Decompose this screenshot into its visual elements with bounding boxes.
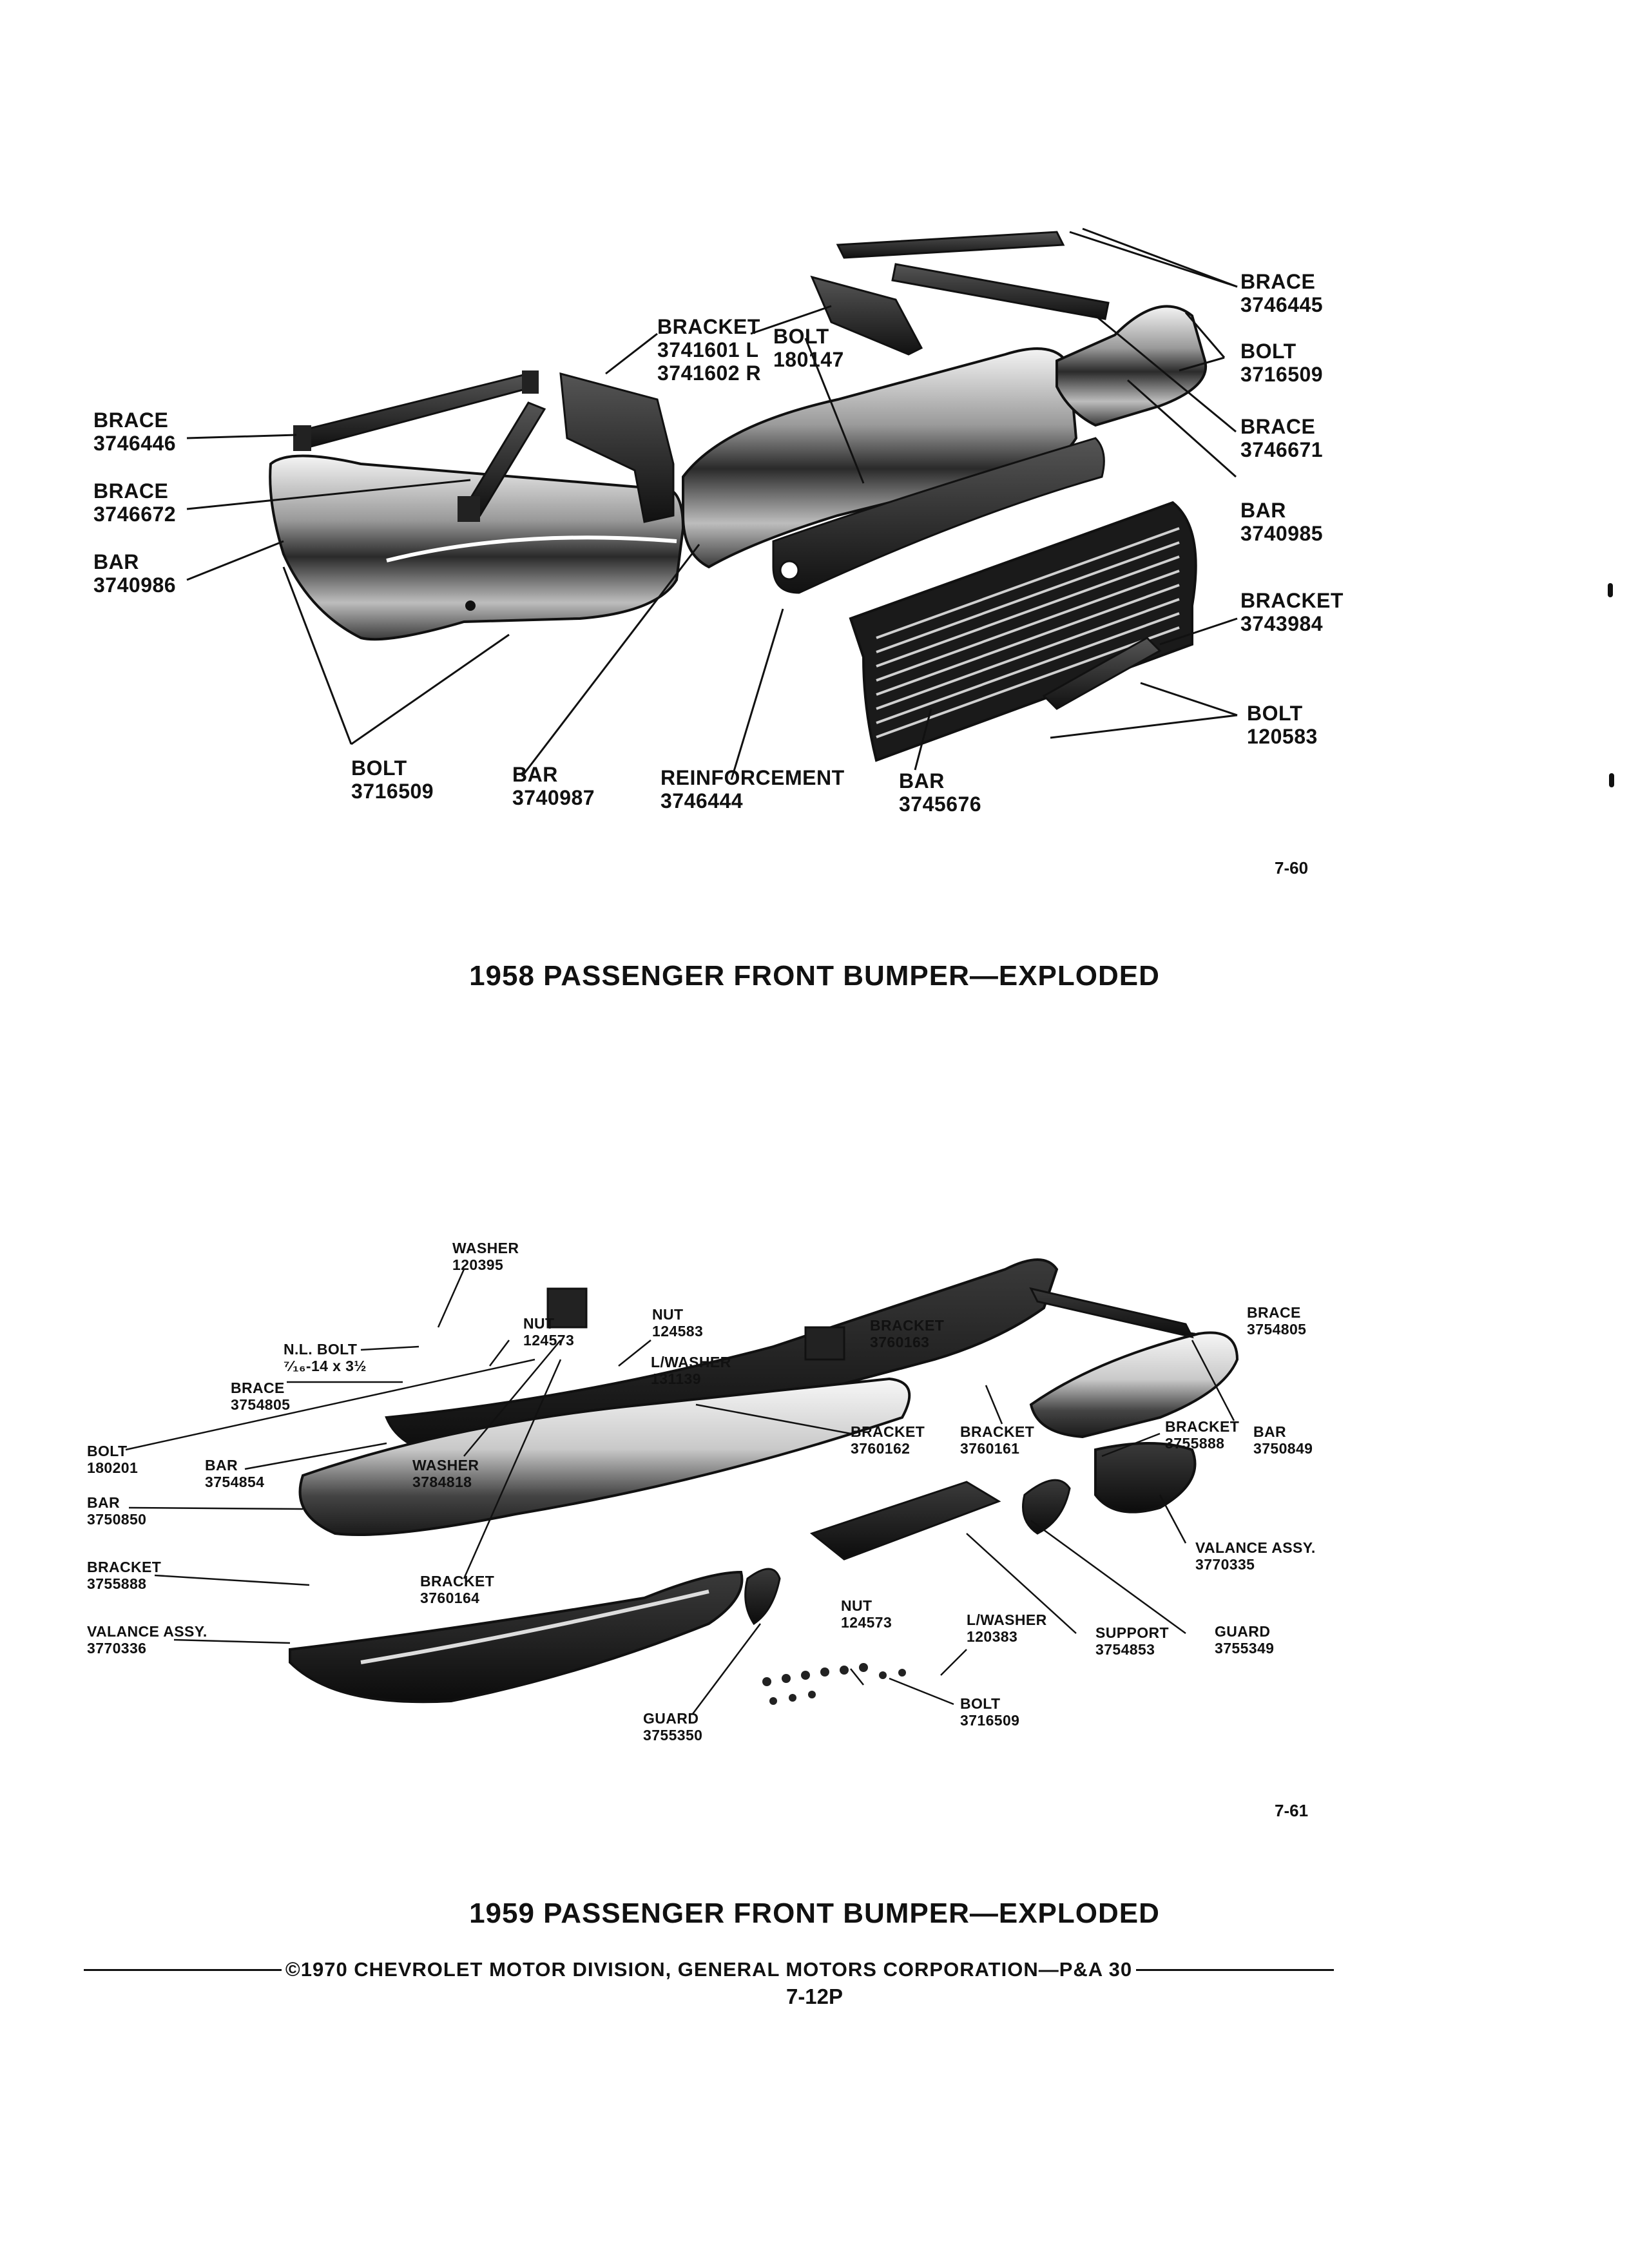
leader-lines-1959 <box>125 1269 1235 1715</box>
footer-rule-right <box>1136 1968 1334 1971</box>
valance-left-part <box>289 1570 744 1704</box>
caption-1959: 1959 PASSENGER FRONT BUMPER—EXPLODED <box>469 1898 1160 1929</box>
brace-left-diagonal-part <box>458 401 546 522</box>
guard-right-part <box>1022 1479 1071 1535</box>
footer-rule-left <box>84 1968 282 1971</box>
leader-lines-1958 <box>186 227 1238 780</box>
grille-bar-part <box>849 501 1197 762</box>
figure-number-7-61: 7-61 <box>1275 1801 1309 1820</box>
bar-left-chrome-part <box>298 1377 911 1536</box>
bar-left-part <box>269 454 685 641</box>
figure-number-7-60: 7-60 <box>1275 858 1309 878</box>
valance-right-part <box>1094 1442 1197 1514</box>
brace-right-lower-part <box>891 263 1110 320</box>
bracket-lower-right-part <box>1042 637 1162 710</box>
guard-left-part <box>744 1568 781 1626</box>
reinforcement-part <box>772 437 1105 594</box>
diagram-1959-artwork <box>125 1258 1239 1715</box>
brace-right-top-part <box>836 231 1065 259</box>
label-valance-3770336: VALANCE ASSY.3770336 <box>87 1623 207 1657</box>
bracket-right-part <box>810 275 923 356</box>
bar-right-part <box>1055 305 1208 427</box>
bracket-small-block-part <box>546 1287 588 1329</box>
brace-left-top-part <box>293 370 539 451</box>
label-valance-3770335: VALANCE ASSY.3770335 <box>1195 1539 1316 1573</box>
diagram-1958-artwork <box>186 227 1238 780</box>
copyright-text: ©1970 CHEVROLET MOTOR DIVISION, GENERAL … <box>285 1958 1133 1981</box>
hardware-dots <box>762 1663 906 1705</box>
margin-mark-bottom <box>1609 773 1614 787</box>
copyright-footer: ©1970 CHEVROLET MOTOR DIVISION, GENERAL … <box>84 1954 1334 1986</box>
bracket-3760163-part <box>804 1326 845 1361</box>
brace-upper-right-part <box>1029 1287 1194 1339</box>
support-part <box>809 1481 1001 1561</box>
bracket-left-part <box>559 372 675 523</box>
margin-mark-top <box>1608 583 1613 597</box>
bar-right-chrome-part <box>1029 1331 1239 1439</box>
page-number: 7-12P <box>786 1984 843 2008</box>
caption-1958: 1958 PASSENGER FRONT BUMPER—EXPLODED <box>469 960 1160 992</box>
